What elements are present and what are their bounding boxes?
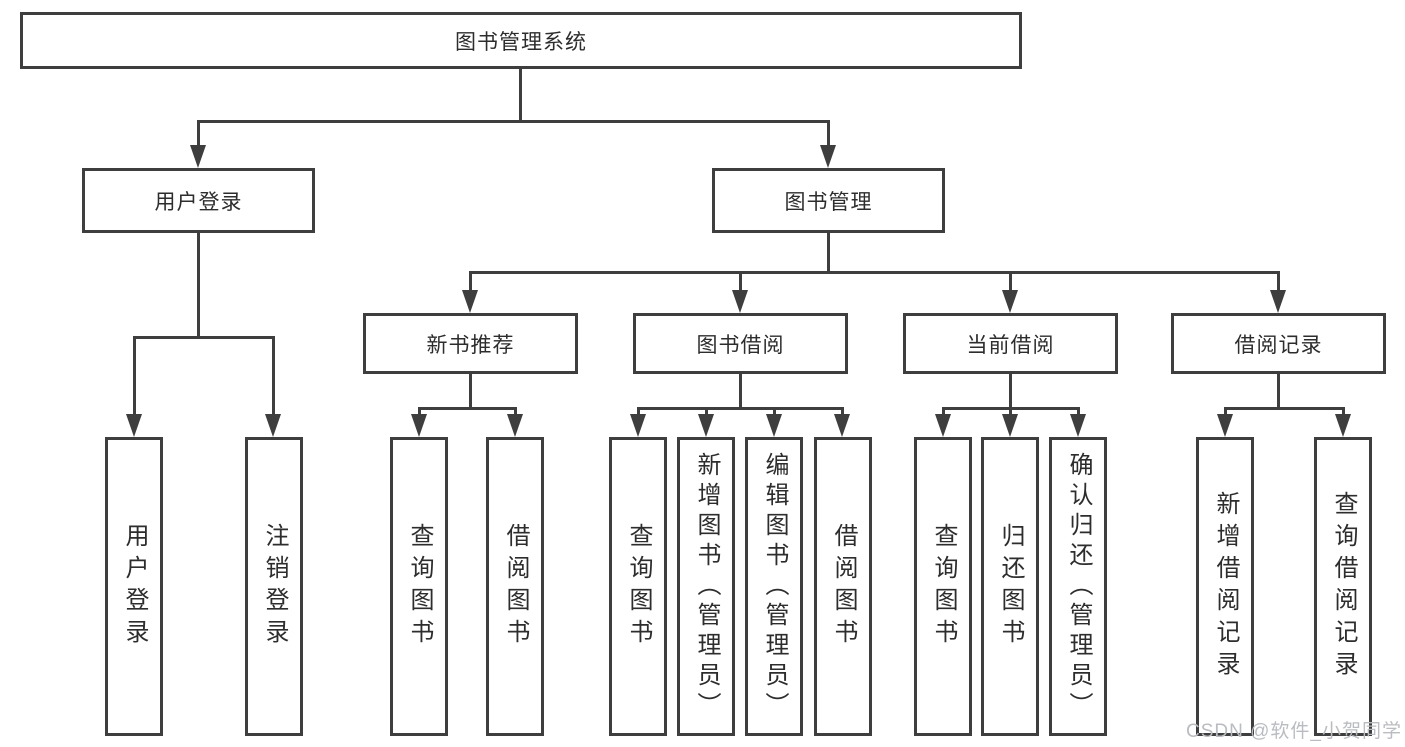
connector-recommend-drop-1 (418, 407, 421, 416)
leaf-current-return-books: 归还图书 (981, 437, 1039, 736)
connector-root-drop-left (197, 120, 200, 148)
connector-user-stub (197, 231, 200, 336)
connector-borrow-drop-2 (705, 407, 708, 416)
leaf-current-confirm-return-admin: 确认归还（管理员） (1049, 437, 1107, 736)
connector-user-bar (133, 336, 275, 339)
leaf-borrow-query-books: 查询图书 (609, 437, 667, 736)
leaf-user-login: 用户登录 (105, 437, 163, 736)
arrow-down-icon (732, 290, 748, 313)
leaf-logout: 注销登录 (245, 437, 303, 736)
connector-book-drop-4 (1277, 271, 1280, 293)
arrow-down-icon (190, 145, 206, 168)
node-book-management: 图书管理 (712, 168, 945, 233)
connector-borrow-stub (739, 372, 742, 407)
connector-root-drop-right (827, 120, 830, 148)
arrow-down-icon (834, 414, 850, 437)
connector-records-stub (1277, 372, 1280, 407)
connector-user-drop-1 (133, 336, 136, 416)
connector-current-drop-2 (1009, 407, 1012, 416)
connector-records-bar (1224, 407, 1344, 410)
leaf-recommend-borrow-books: 借阅图书 (486, 437, 544, 736)
arrow-down-icon (1270, 290, 1286, 313)
connector-current-drop-3 (1077, 407, 1080, 416)
arrow-down-icon (462, 290, 478, 313)
connector-recommend-bar (418, 407, 516, 410)
connector-borrow-bar (637, 407, 843, 410)
connector-root-stub (519, 67, 522, 120)
leaf-records-add-record: 新增借阅记录 (1196, 437, 1254, 736)
node-book-borrow: 图书借阅 (633, 313, 848, 374)
watermark: CSDN @软件_小贺同学 (1186, 721, 1402, 742)
connector-book-drop-2 (739, 271, 742, 293)
connector-current-stub (1009, 372, 1012, 407)
arrow-down-icon (766, 414, 782, 437)
arrow-down-icon (1217, 414, 1233, 437)
node-root: 图书管理系统 (20, 12, 1022, 69)
leaf-borrow-add-books-admin: 新增图书（管理员） (677, 437, 735, 736)
arrow-down-icon (1002, 290, 1018, 313)
arrow-down-icon (698, 414, 714, 437)
arrow-down-icon (630, 414, 646, 437)
node-user-login: 用户登录 (82, 168, 315, 233)
arrow-down-icon (1002, 414, 1018, 437)
arrow-down-icon (935, 414, 951, 437)
connector-borrow-drop-4 (841, 407, 844, 416)
node-borrow-records: 借阅记录 (1171, 313, 1386, 374)
leaf-current-query-books: 查询图书 (914, 437, 972, 736)
connector-current-drop-1 (942, 407, 945, 416)
leaf-recommend-query-books: 查询图书 (390, 437, 448, 736)
connector-book-drop-1 (469, 271, 472, 293)
connector-records-drop-2 (1342, 407, 1345, 416)
arrow-down-icon (1335, 414, 1351, 437)
connector-borrow-drop-1 (637, 407, 640, 416)
leaf-records-query-record: 查询借阅记录 (1314, 437, 1372, 736)
connector-borrow-drop-3 (773, 407, 776, 416)
arrow-down-icon (820, 145, 836, 168)
connector-book-drop-3 (1009, 271, 1012, 293)
connector-user-drop-2 (272, 336, 275, 416)
connector-book-bar (469, 271, 1280, 274)
connector-root-bar (197, 120, 830, 123)
arrow-down-icon (265, 414, 281, 437)
leaf-borrow-borrow-books: 借阅图书 (814, 437, 872, 736)
connector-book-stub (827, 231, 830, 271)
arrow-down-icon (126, 414, 142, 437)
node-current-borrow: 当前借阅 (903, 313, 1118, 374)
node-new-book-recommend: 新书推荐 (363, 313, 578, 374)
connector-records-drop-1 (1224, 407, 1227, 416)
connector-recommend-stub (469, 372, 472, 407)
leaf-borrow-edit-books-admin: 编辑图书（管理员） (745, 437, 803, 736)
connector-recommend-drop-2 (514, 407, 517, 416)
arrow-down-icon (507, 414, 523, 437)
arrow-down-icon (1070, 414, 1086, 437)
arrow-down-icon (411, 414, 427, 437)
